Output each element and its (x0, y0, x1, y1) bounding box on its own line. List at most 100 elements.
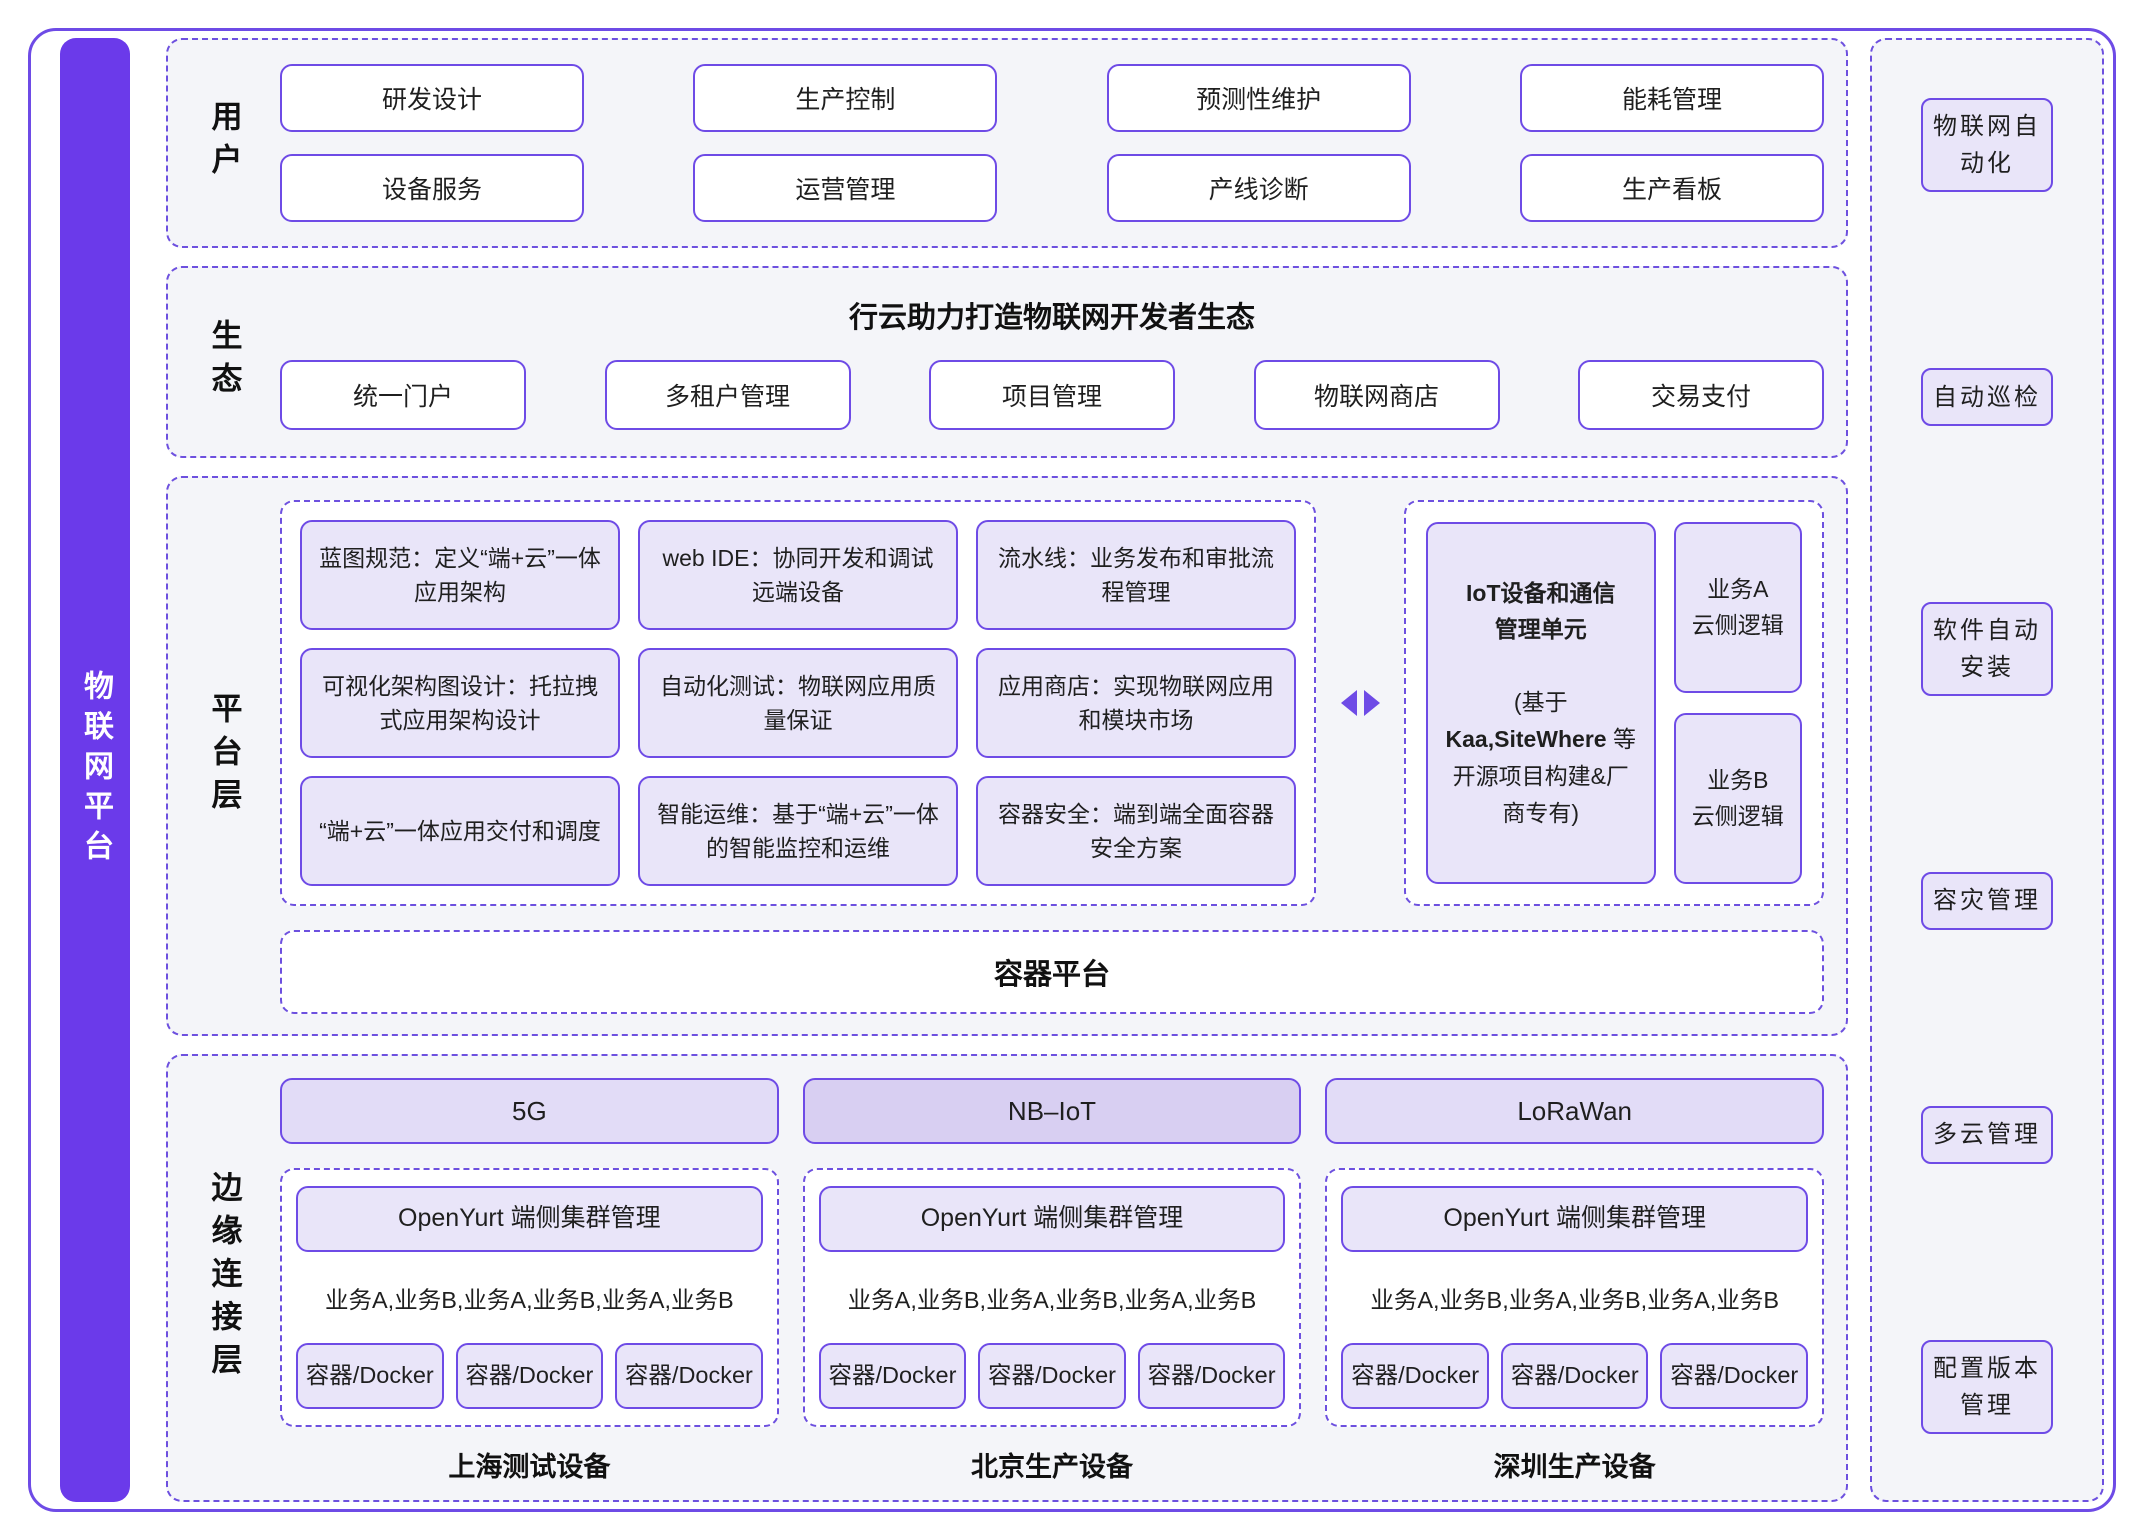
ecosystem-section: 生态 行云助力打造物联网开发者生态 统一门户 多租户管理 项目管理 物联网商店 … (166, 266, 1848, 458)
docker-box: 容器/Docker (1500, 1343, 1649, 1409)
workloads-text: 业务A,业务B,业务A,业务B,业务A,业务B (1370, 1286, 1780, 1313)
left-arrow-icon (1340, 690, 1357, 716)
ecosystem-box: 物联网商店 (1253, 360, 1500, 430)
iot-platform-bar-label: 物联网平台 (79, 670, 112, 870)
sidebar-box-config-version: 配置版本管理 (1921, 1339, 2053, 1434)
iot-note-suffix: 等开源项目构建&厂商专有) (1452, 726, 1636, 826)
sync-arrows (1316, 500, 1404, 906)
docker-box: 容器/Docker (296, 1343, 444, 1409)
user-layer-label-col: 用户 (168, 40, 280, 246)
cloud-service-box-b: 业务B 云侧逻辑 (1673, 713, 1802, 884)
user-box: 能耗管理 (1519, 64, 1824, 132)
openyurt-box: OpenYurt 端侧集群管理 (1341, 1186, 1809, 1252)
user-box: 设备服务 (280, 154, 584, 222)
capability-box: web IDE：协同开发和调试远端设备 (638, 520, 958, 630)
user-layer-label: 用户 (206, 100, 242, 186)
iot-unit-box: IoT设备和通信管理单元 (基于 Kaa,SiteWhere 等开源项目构建&厂… (1426, 522, 1656, 884)
docker-box: 容器/Docker (455, 1343, 604, 1409)
device-label-beijing: 北京生产设备 (971, 1452, 1133, 1482)
sidebar-box-disaster-recovery: 容灾管理 (1921, 872, 2053, 931)
sidebar-box-software-install: 软件自动安装 (1921, 601, 2053, 697)
docker-box: 容器/Docker (978, 1343, 1126, 1409)
docker-row: 容器/Docker 容器/Docker 容器/Docker (818, 1343, 1286, 1409)
platform-content: 蓝图规范：定义“端+云”一体应用架构 web IDE：协同开发和调试远端设备 流… (280, 478, 1846, 1034)
capability-box: 自动化测试：物联网应用质量保证 (638, 648, 958, 758)
capability-box: “端+云”一体应用交付和调度 (300, 776, 620, 886)
user-box: 生产控制 (693, 64, 998, 132)
edge-layer-label: 边缘连接层 (206, 1170, 242, 1386)
user-row-2: 设备服务 运营管理 产线诊断 生产看板 (280, 154, 1824, 222)
cluster-row: OpenYurt 端侧集群管理 业务A,业务B,业务A,业务B,业务A,业务B … (280, 1168, 1825, 1427)
right-arrow-icon (1363, 690, 1380, 716)
device-label-shanghai: 上海测试设备 (448, 1452, 611, 1482)
cloud-service-a-line1: 业务A (1707, 575, 1769, 602)
user-layer-section: 用户 研发设计 生产控制 预测性维护 能耗管理 设备服务 运营管理 产线诊断 生… (166, 38, 1848, 248)
ecosystem-content: 行云助力打造物联网开发者生态 统一门户 多租户管理 项目管理 物联网商店 交易支… (280, 268, 1846, 456)
cluster-group-shanghai: OpenYurt 端侧集群管理 业务A,业务B,业务A,业务B,业务A,业务B … (280, 1168, 779, 1427)
capability-box: 蓝图规范：定义“端+云”一体应用架构 (300, 520, 620, 630)
container-platform-box: 容器平台 (280, 930, 1824, 1014)
platform-layer-section: 平台层 蓝图规范：定义“端+云”一体应用架构 web IDE：协同开发和调试远端… (166, 476, 1848, 1036)
device-label-shenzhen: 深圳生产设备 (1493, 1452, 1656, 1482)
capability-box: 容器安全：端到端全面容器安全方案 (976, 776, 1296, 886)
docker-row: 容器/Docker 容器/Docker 容器/Docker (1341, 1343, 1809, 1409)
cloud-service-b-line1: 业务B (1707, 766, 1769, 793)
workloads-text: 业务A,业务B,业务A,业务B,业务A,业务B (847, 1286, 1257, 1313)
docker-box: 容器/Docker (1660, 1343, 1809, 1409)
user-box: 运营管理 (693, 154, 998, 222)
capability-box: 流水线：业务发布和审批流程管理 (976, 520, 1296, 630)
platform-capability-grid: 蓝图规范：定义“端+云”一体应用架构 web IDE：协同开发和调试远端设备 流… (280, 500, 1316, 906)
sidebar-box-multicloud: 多云管理 (1921, 1105, 2053, 1164)
automation-sidebar: 物联网自动化 自动巡检 软件自动安装 容灾管理 多云管理 配置版本管理 (1870, 38, 2104, 1502)
docker-box: 容器/Docker (615, 1343, 763, 1409)
user-box: 研发设计 (280, 64, 584, 132)
user-layer-content: 研发设计 生产控制 预测性维护 能耗管理 设备服务 运营管理 产线诊断 生产看板 (280, 40, 1846, 246)
workloads-text: 业务A,业务B,业务A,业务B,业务A,业务B (324, 1286, 734, 1313)
iot-platform-bar: 物联网平台 (60, 38, 130, 1502)
cluster-group-shenzhen: OpenYurt 端侧集群管理 业务A,业务B,业务A,业务B,业务A,业务B … (1325, 1168, 1825, 1427)
network-nbiot-box: NB–IoT (802, 1078, 1302, 1144)
cloud-service-column: 业务A 云侧逻辑 业务B 云侧逻辑 (1673, 522, 1802, 884)
platform-label-col: 平台层 (168, 478, 280, 1034)
main-column: 用户 研发设计 生产控制 预测性维护 能耗管理 设备服务 运营管理 产线诊断 生… (166, 38, 1848, 1502)
capability-box: 应用商店：实现物联网应用和模块市场 (976, 648, 1296, 758)
platform-top-row: 蓝图规范：定义“端+云”一体应用架构 web IDE：协同开发和调试远端设备 流… (280, 500, 1824, 906)
user-box: 预测性维护 (1106, 64, 1411, 132)
network-lorawan-box: LoRaWan (1325, 1078, 1825, 1144)
cloud-service-box-a: 业务A 云侧逻辑 (1673, 522, 1802, 693)
edge-content: 5G NB–IoT LoRaWan OpenYurt 端侧集群管理 业务A,业务… (280, 1056, 1846, 1500)
ecosystem-box: 交易支付 (1578, 360, 1824, 430)
capability-box: 智能运维：基于“端+云”一体的智能监控和运维 (638, 776, 958, 886)
ecosystem-box: 统一门户 (280, 360, 526, 430)
cluster-group-beijing: OpenYurt 端侧集群管理 业务A,业务B,业务A,业务B,业务A,业务B … (802, 1168, 1302, 1427)
user-box: 产线诊断 (1106, 154, 1411, 222)
iot-note-bold: Kaa,SiteWhere (1445, 726, 1607, 752)
cloud-service-b-line2: 云侧逻辑 (1691, 802, 1784, 829)
iot-note-prefix: (基于 (1513, 689, 1568, 716)
ecosystem-box: 项目管理 (929, 360, 1175, 430)
diagram-layout: 物联网平台 用户 研发设计 生产控制 预测性维护 能耗管理 设备服务 运营管理 … (60, 38, 2104, 1502)
sidebar-box-auto-inspection: 自动巡检 (1921, 368, 2053, 427)
ecosystem-title: 行云助力打造物联网开发者生态 (848, 302, 1255, 334)
openyurt-box: OpenYurt 端侧集群管理 (818, 1186, 1286, 1252)
ecosystem-row: 统一门户 多租户管理 项目管理 物联网商店 交易支付 (280, 360, 1824, 430)
openyurt-box: OpenYurt 端侧集群管理 (296, 1186, 763, 1252)
docker-row: 容器/Docker 容器/Docker 容器/Docker (296, 1343, 763, 1409)
user-box: 生产看板 (1519, 154, 1824, 222)
user-row-1: 研发设计 生产控制 预测性维护 能耗管理 (280, 64, 1824, 132)
iot-unit-note: (基于 Kaa,SiteWhere 等开源项目构建&厂商专有) (1442, 684, 1640, 831)
network-row: 5G NB–IoT LoRaWan (280, 1078, 1825, 1144)
edge-layer-section: 边缘连接层 5G NB–IoT LoRaWan OpenYurt 端侧集群管理 … (166, 1054, 1848, 1502)
platform-label: 平台层 (206, 691, 242, 821)
ecosystem-box: 多租户管理 (604, 360, 851, 430)
docker-box: 容器/Docker (1137, 1343, 1286, 1409)
device-row: 上海测试设备 北京生产设备 深圳生产设备 (280, 1445, 1824, 1484)
iot-unit-group: IoT设备和通信管理单元 (基于 Kaa,SiteWhere 等开源项目构建&厂… (1404, 500, 1824, 906)
cloud-service-a-line2: 云侧逻辑 (1691, 611, 1784, 638)
capability-box: 可视化架构图设计：托拉拽式应用架构设计 (300, 648, 620, 758)
ecosystem-label-col: 生态 (168, 268, 280, 456)
docker-box: 容器/Docker (1341, 1343, 1489, 1409)
docker-box: 容器/Docker (818, 1343, 967, 1409)
iot-unit-title: IoT设备和通信管理单元 (1466, 579, 1616, 643)
edge-label-col: 边缘连接层 (168, 1056, 280, 1500)
